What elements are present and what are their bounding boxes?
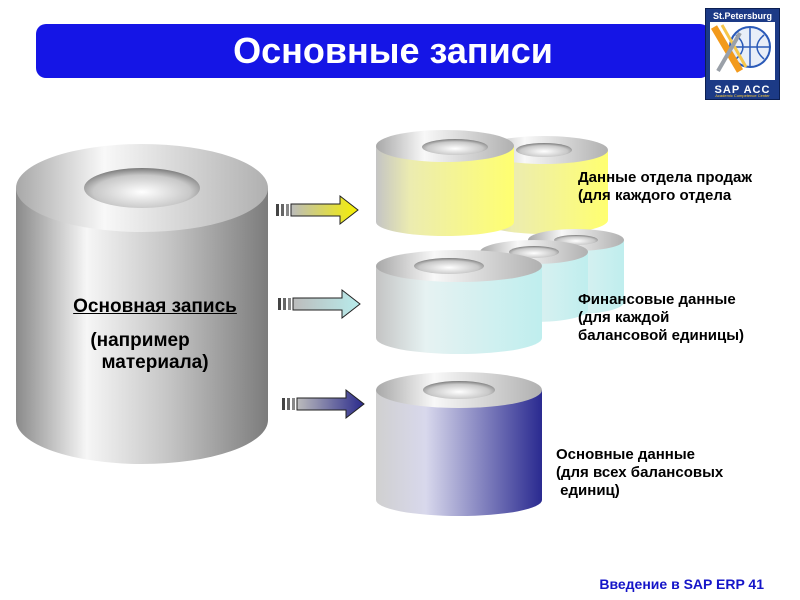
general-data-label-line3: единиц)	[556, 482, 723, 500]
financial-data-label-line3: балансовой единицы)	[578, 327, 744, 345]
general-data-label-line2: (для всех балансовых	[556, 464, 723, 482]
financial-data-label-line2: (для каждой	[578, 309, 744, 327]
general-data-cylinder	[376, 372, 542, 516]
main-cylinder-label: Основная запись (например материала)	[40, 296, 270, 374]
general-data-label: Основные данные (для всех балансовых еди…	[556, 446, 723, 500]
sales-data-label-line2: (для каждого отдела	[578, 187, 752, 205]
main-cylinder-label-line2: (например	[40, 330, 270, 352]
footer-page-label: Введение в SAP ERP 41	[599, 576, 764, 592]
main-cylinder-label-line1: Основная запись	[40, 296, 270, 318]
sales-data-cylinders	[376, 130, 608, 236]
arrow-to-sales	[276, 196, 358, 224]
sales-data-label-line1: Данные отдела продаж	[578, 169, 752, 187]
general-data-label-line1: Основные данные	[556, 446, 723, 464]
financial-data-label-line1: Финансовые данные	[578, 291, 744, 309]
arrow-to-financial	[278, 290, 360, 318]
arrow-to-general	[282, 390, 364, 418]
financial-data-label: Финансовые данные (для каждой балансовой…	[578, 291, 744, 345]
main-cylinder-label-line3: материала)	[40, 352, 270, 374]
sales-data-label: Данные отдела продаж (для каждого отдела	[578, 169, 752, 205]
